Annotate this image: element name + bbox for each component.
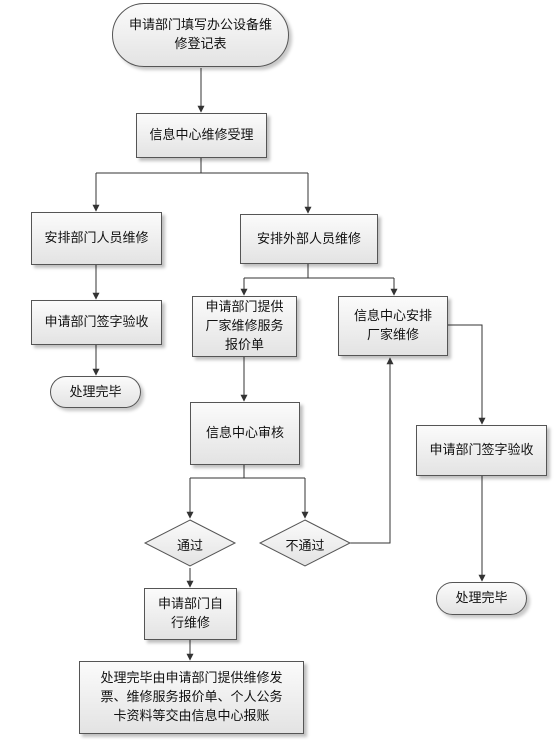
vendor-quote-label: 申请部门提供 厂家维修服务 报价单 xyxy=(205,300,284,353)
internal-repair-label: 安排部门人员维修 xyxy=(44,231,149,246)
decision-pass-shape xyxy=(143,519,237,567)
internal-done-terminal: 处理完毕 xyxy=(50,376,141,408)
review-box: 信息中心审核 xyxy=(190,402,300,465)
arrange-vendor-label: 信息中心安排 厂家维修 xyxy=(353,309,432,343)
external-signoff-label: 申请部门签字验收 xyxy=(429,443,534,458)
self-repair-label: 申请部门自 行维修 xyxy=(157,597,223,631)
start-label: 申请部门填写办公设备维 修登记表 xyxy=(128,18,272,52)
self-repair-box: 申请部门自 行维修 xyxy=(144,588,237,640)
accept-box: 信息中心维修受理 xyxy=(136,113,267,158)
arrange-vendor-box: 信息中心安排 厂家维修 xyxy=(338,296,448,356)
external-signoff-box: 申请部门签字验收 xyxy=(416,425,547,476)
internal-repair-box: 安排部门人员维修 xyxy=(31,212,162,265)
decision-fail-shape xyxy=(258,519,352,567)
external-done-terminal: 处理完毕 xyxy=(436,582,527,615)
internal-done-label: 处理完毕 xyxy=(69,384,122,400)
reimburse-label: 处理完毕由申请部门提供维修发 票、维修服务报价单、个人公务 卡资料等交由信息中心… xyxy=(100,671,283,724)
internal-signoff-label: 申请部门签字验收 xyxy=(44,315,149,330)
start-terminal: 申请部门填写办公设备维 修登记表 xyxy=(112,3,289,67)
edge-arrange-signoff xyxy=(438,324,486,425)
vendor-quote-box: 申请部门提供 厂家维修服务 报价单 xyxy=(192,296,297,357)
reimburse-box: 处理完毕由申请部门提供维修发 票、维修服务报价单、个人公务 卡资料等交由信息中心… xyxy=(79,661,304,734)
accept-label: 信息中心维修受理 xyxy=(149,128,254,143)
external-repair-label: 安排外部人员维修 xyxy=(256,231,361,247)
external-repair-box: 安排外部人员维修 xyxy=(240,214,378,264)
decision-pass-label: 通过 xyxy=(176,539,203,554)
decision-fail-label: 不通过 xyxy=(285,539,325,554)
review-label: 信息中心审核 xyxy=(205,426,284,441)
edge-fail-arrange xyxy=(350,357,394,544)
internal-signoff-box: 申请部门签字验收 xyxy=(31,300,162,345)
external-done-label: 处理完毕 xyxy=(455,591,508,606)
